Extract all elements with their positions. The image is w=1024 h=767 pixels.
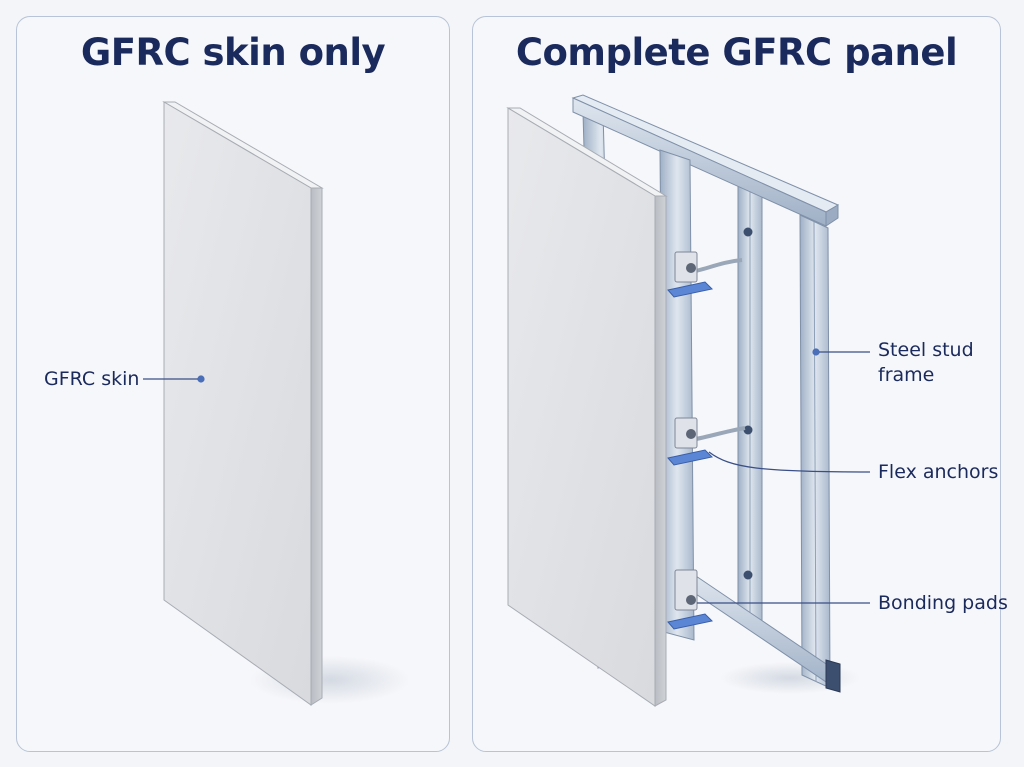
- flex-anchors-label: Flex anchors: [878, 461, 999, 483]
- steel-stud-frame-label: Steel stud frame: [878, 338, 974, 388]
- steel-stud-frame-label-line1: Steel stud: [878, 339, 974, 361]
- flex-anchor-middle: [667, 417, 746, 466]
- flex-anchor-top: [667, 251, 743, 298]
- skin-marker-dot: [197, 375, 205, 383]
- bonding-pad-middle: [667, 449, 714, 466]
- gfrc-skin-left: [143, 101, 410, 706]
- gfrc-skin-label: GFRC skin: [44, 368, 140, 390]
- anchors-leader-line: [708, 451, 871, 473]
- right-panel-title: Complete GFRC panel: [515, 31, 958, 74]
- bonding-pad-bottom: [667, 613, 714, 630]
- gfrc-skin-right: [506, 107, 668, 707]
- bonding-pads-label: Bonding pads: [878, 592, 1008, 614]
- left-panel-title: GFRC skin only: [80, 31, 386, 74]
- steel-stud-frame-label-line2: frame: [878, 364, 935, 386]
- frame-marker-dot: [812, 348, 820, 356]
- flex-anchor-bottom: [667, 569, 714, 630]
- bonding-pad-top: [667, 281, 714, 298]
